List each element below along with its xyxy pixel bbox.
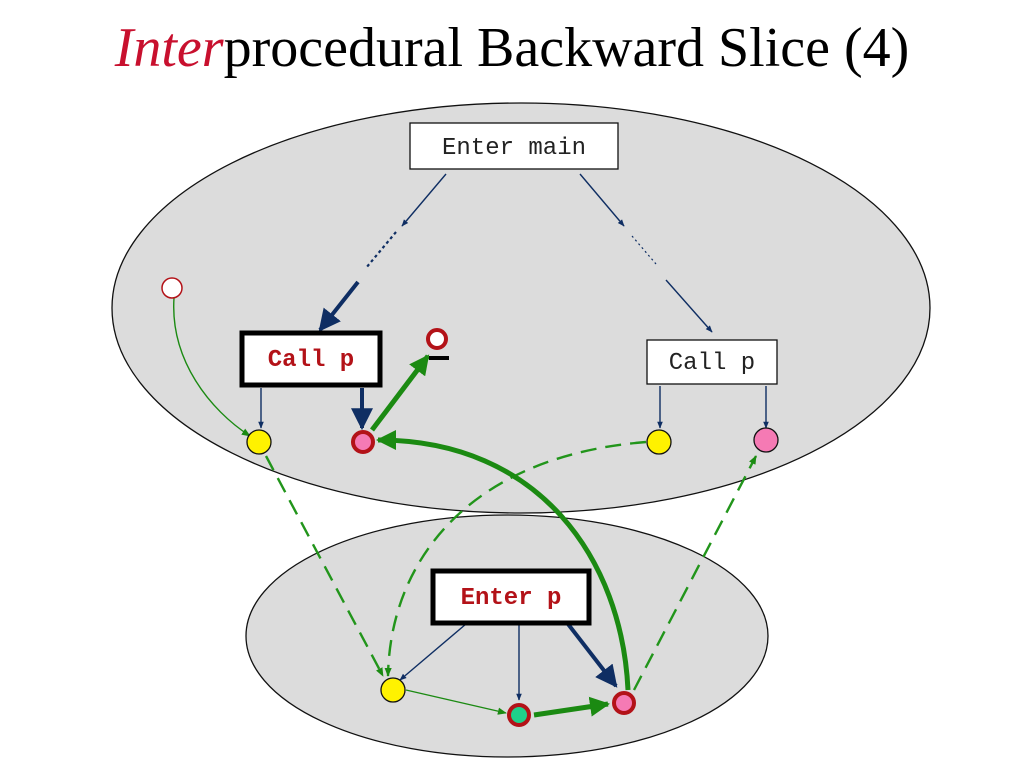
- enter-main-label: Enter main: [442, 135, 586, 162]
- node-enter-p: Enter p: [430, 568, 592, 626]
- node-call-p-left: Call p: [239, 330, 383, 388]
- main-procedure-region: [111, 102, 931, 514]
- body-statement-node: [507, 703, 531, 727]
- data-edges: [173, 297, 507, 715]
- title-rest: procedural Backward Slice (4): [223, 17, 910, 79]
- actual-in-node-left: [246, 429, 272, 455]
- parameter-edges: [264, 440, 758, 691]
- formal-out-node: [612, 691, 636, 715]
- control-edges-p: [399, 622, 618, 701]
- call-p-right-label: Call p: [669, 350, 755, 377]
- actual-out-node-right: [753, 427, 779, 453]
- enter-p-label: Enter p: [461, 585, 562, 612]
- slice-edges: [370, 354, 631, 718]
- call-p-left-label: Call p: [268, 347, 354, 374]
- node-enter-main: Enter main: [409, 122, 619, 170]
- node-call-p-right: Call p: [646, 339, 778, 385]
- control-edges-main: [258, 173, 769, 431]
- slide-title: Interprocedural Backward Slice (4): [0, 17, 1024, 80]
- slice-criterion-node: [426, 328, 449, 360]
- formal-in-node: [380, 677, 406, 703]
- actual-in-node-right: [646, 429, 672, 455]
- p-procedure-region: [245, 514, 769, 758]
- global-variable-node: [161, 277, 183, 299]
- actual-out-node-left: [351, 430, 375, 454]
- title-emphasis: Inter: [114, 17, 224, 79]
